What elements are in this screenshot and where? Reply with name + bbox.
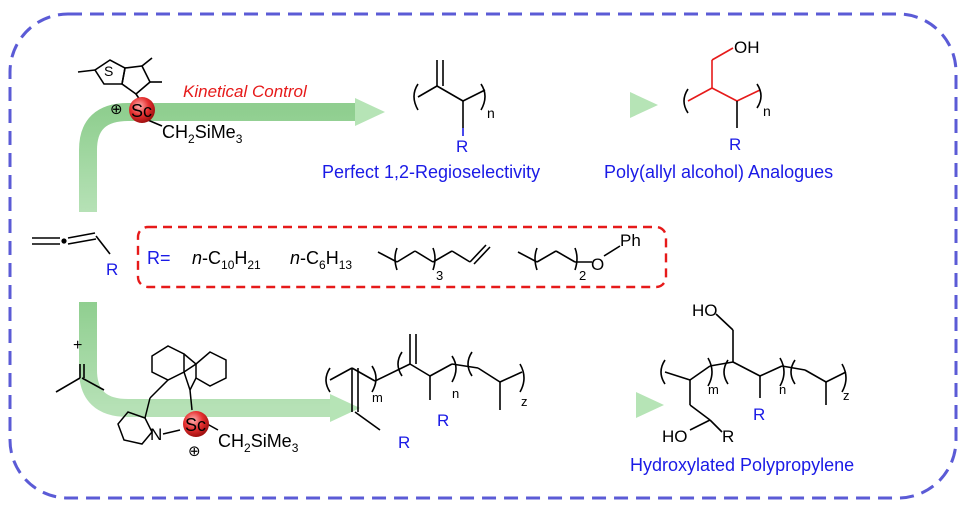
bottom-product-R-backbone: R (722, 427, 734, 446)
top-catalyst-charge: ⊕ (110, 101, 123, 118)
bottom-product-HO-top: HO (692, 301, 718, 320)
bottom-catalyst-N: N (150, 425, 162, 444)
substituent-box (136, 225, 668, 289)
substituent-chain1-sub: 3 (436, 268, 443, 283)
bottom-polymer-R-pendant: R (437, 411, 449, 430)
substituent-hexyl: n-C6H13 (290, 248, 352, 272)
bottom-product-structure (660, 313, 847, 433)
top-product-OH: OH (734, 38, 760, 57)
bottom-product-m: m (708, 382, 719, 397)
bottom-polymer-structure (325, 334, 525, 431)
top-route-arrow-head (355, 98, 385, 126)
isobutylene (55, 364, 105, 393)
substituent-chain2-Ph: Ph (620, 231, 641, 250)
substituent-phenoxy-chain (517, 245, 621, 271)
top-route-arrow-shaft (79, 103, 355, 212)
monomer-R: R (106, 260, 118, 279)
top-catalyst-sc-sphere (129, 97, 155, 123)
substituent-chain2-O: O (591, 255, 604, 274)
bottom-plus-sign: + (73, 337, 82, 354)
bottom-catalyst-ligand: CH2SiMe3 (218, 431, 299, 455)
top-polymer-n: n (487, 105, 495, 121)
bottom-product-HO-bottom: HO (662, 427, 688, 446)
top-catalyst-S: S (104, 63, 113, 79)
bottom-catalyst-sc-sphere (183, 411, 209, 437)
top-catalyst-metal: Sc (131, 101, 152, 121)
top-polymer-structure (413, 60, 486, 136)
substituent-prefix: R= (147, 248, 171, 268)
bottom-catalyst-metal: Sc (185, 415, 206, 435)
top-catalyst-ligand: CH2SiMe3 (162, 122, 243, 146)
bottom-catalyst (117, 345, 227, 445)
outer-dashed-frame (8, 12, 958, 500)
bottom-polymer-R-vinylidene: R (398, 433, 410, 452)
substituent-alkenyl-chain (377, 244, 491, 271)
label-poly-allyl-alcohol: Poly(allyl alcohol) Analogues (604, 162, 833, 182)
bottom-route-arrow-head (330, 394, 360, 422)
top-catalyst (77, 57, 163, 127)
bottom-polymer-z: z (521, 394, 528, 409)
label-hydroxylated-polypropylene: Hydroxylated Polypropylene (630, 455, 854, 475)
top-polymer-R: R (456, 137, 468, 156)
bottom-catalyst-charge: ⊕ (188, 443, 201, 460)
top-product-structure (683, 47, 762, 128)
top-second-arrow-head (630, 92, 658, 118)
allene-monomer (32, 232, 111, 255)
bottom-product-z: z (843, 388, 850, 403)
top-product-R: R (729, 135, 741, 154)
bottom-polymer-n: n (452, 386, 459, 401)
bottom-product-R-pendant: R (753, 405, 765, 424)
label-regioselectivity: Perfect 1,2-Regioselectivity (322, 162, 540, 182)
kinetic-control-label: Kinetical Control (183, 82, 308, 101)
bottom-route-arrow-shaft (79, 302, 330, 417)
bottom-product-n: n (779, 382, 786, 397)
substituent-chain2-sub: 2 (579, 268, 586, 283)
top-product-n: n (763, 103, 771, 119)
substituent-decyl: n-C10H21 (192, 248, 261, 272)
bottom-polymer-m: m (372, 390, 383, 405)
bottom-second-arrow-head (636, 392, 664, 418)
